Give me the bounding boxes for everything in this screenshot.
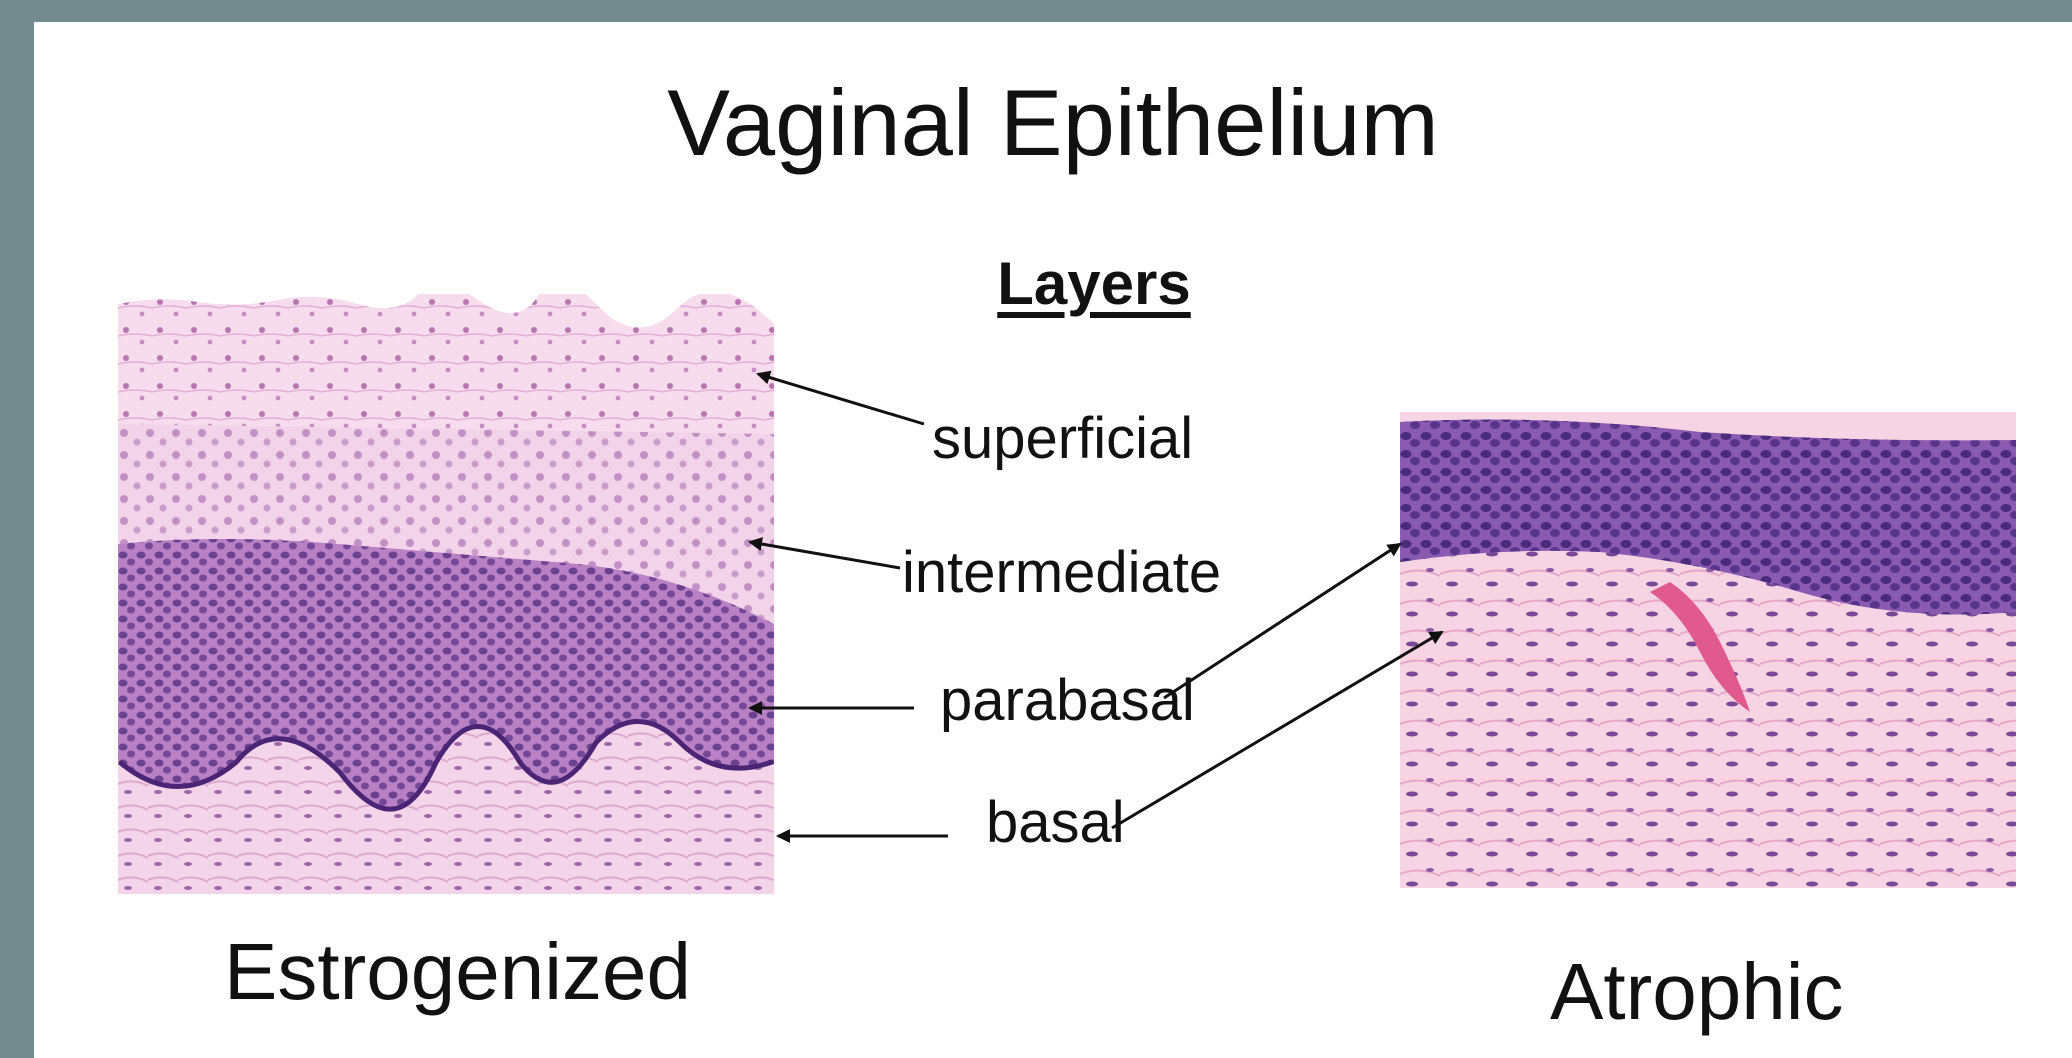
arrow-parabasal-right [1164,544,1400,698]
arrow-basal-right [1112,632,1442,828]
layer-arrows [34,22,2072,1058]
slide: Vaginal Epithelium [34,22,2072,1058]
arrow-intermediate [750,542,900,568]
arrow-superficial [758,374,924,424]
caption-atrophic: Atrophic [1550,952,1843,1032]
caption-estrogenized: Estrogenized [224,932,691,1012]
